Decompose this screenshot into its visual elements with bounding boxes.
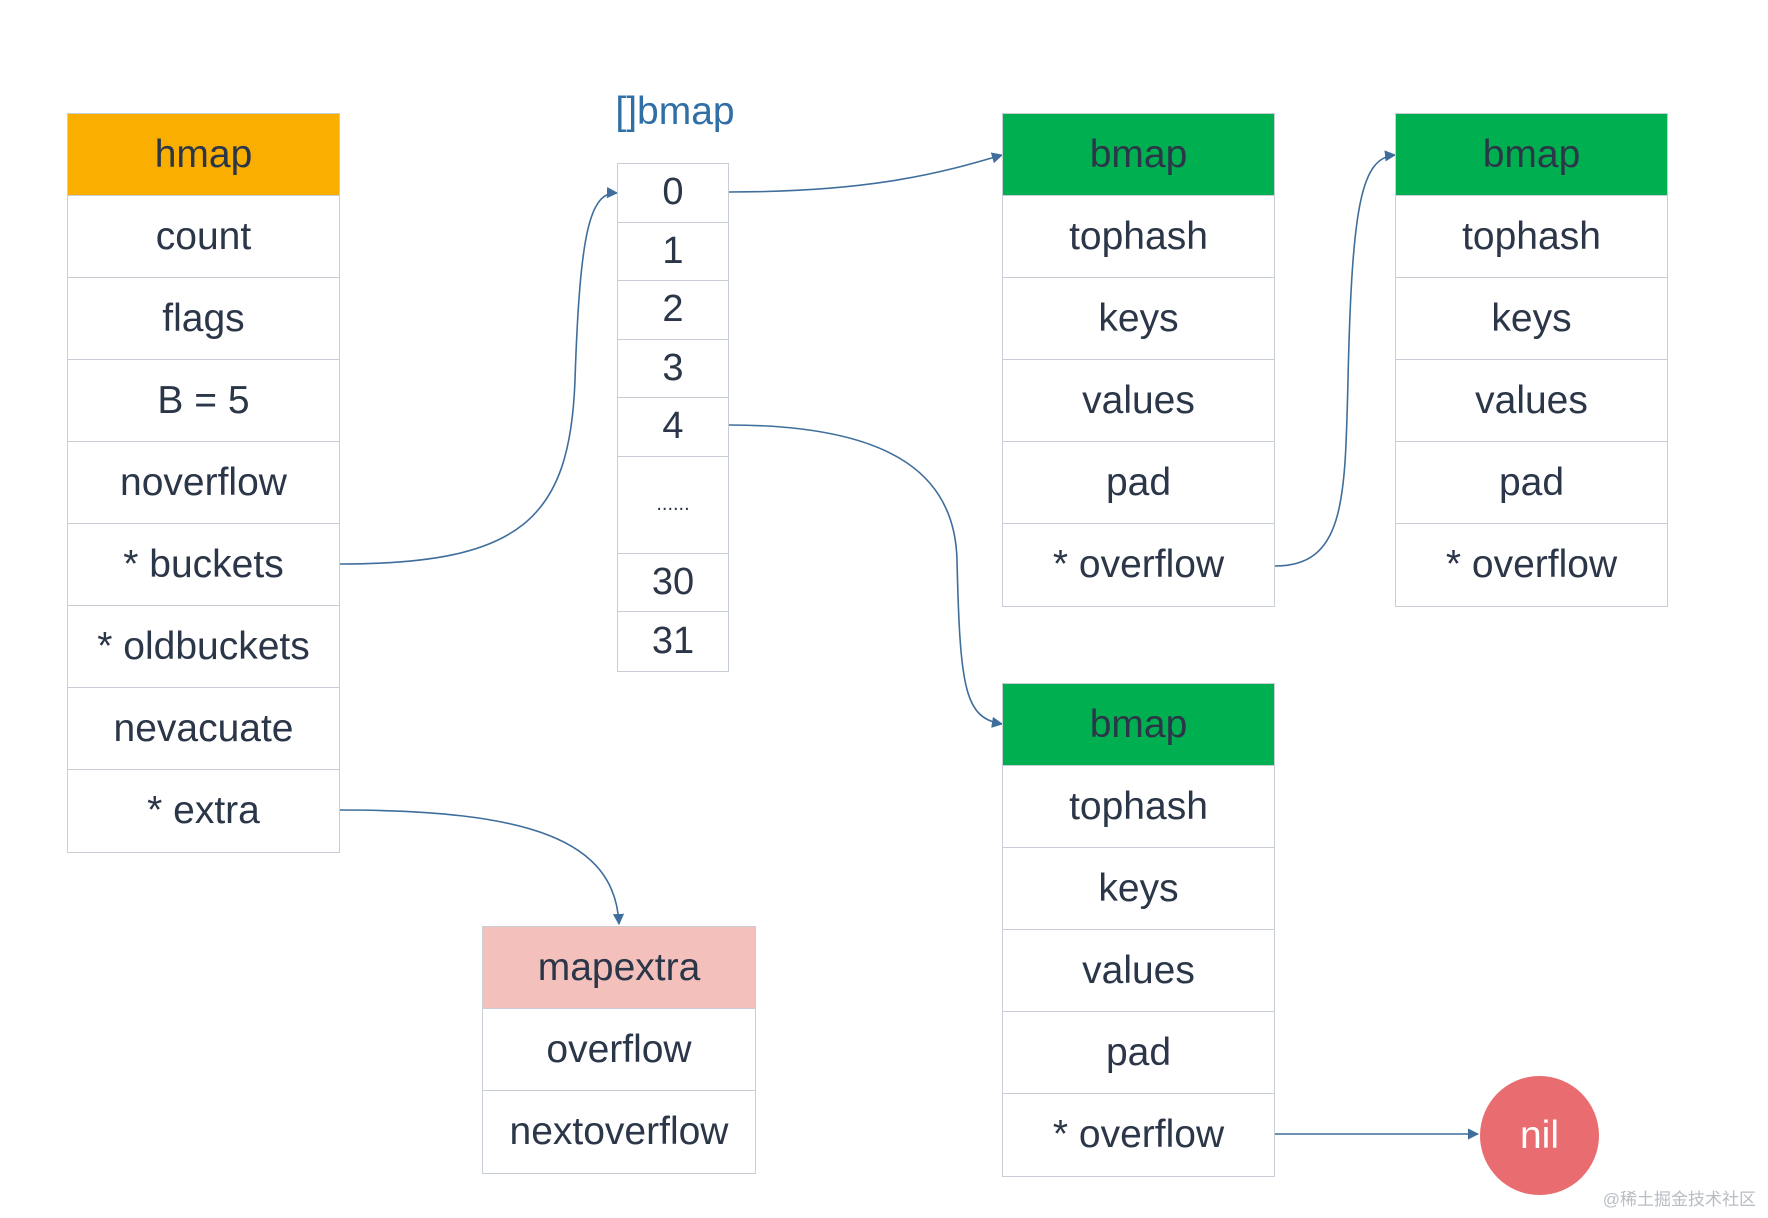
arrow-bucket0-to-bmap1	[728, 152, 1004, 193]
bmap-header: bmap	[1003, 684, 1274, 766]
bucket-array-item: 0	[618, 164, 728, 223]
mapextra-field-overflow: overflow	[483, 1009, 755, 1091]
hmap-field-noverflow: noverflow	[68, 442, 339, 524]
mapextra-struct: mapextra overflow nextoverflow	[482, 926, 756, 1174]
hmap-header: hmap	[68, 114, 339, 196]
bmap-field-keys: keys	[1396, 278, 1667, 360]
watermark: @稀土掘金技术社区	[1602, 1190, 1756, 1209]
bucket-array-item: 4	[618, 398, 728, 457]
bmap-struct-bucket0: bmap tophash keys values pad * overflow	[1002, 113, 1275, 607]
nil-node: nil	[1480, 1076, 1599, 1195]
bmap-field-values: values	[1003, 930, 1274, 1012]
bmap-field-overflow: * overflow	[1052, 543, 1225, 586]
hmap-struct: hmap count flags B = 5 noverflow * bucke…	[67, 113, 340, 853]
bmap-field-tophash: tophash	[1396, 196, 1667, 278]
bucket-array-title: []bmap	[615, 90, 735, 133]
arrow-buckets-to-array	[339, 187, 619, 565]
bmap-field-overflow: * overflow	[1052, 1113, 1225, 1156]
bmap-field-pad: pad	[1003, 442, 1274, 524]
bucket-array-ellipsis: ......	[618, 457, 728, 554]
bmap-header: bmap	[1396, 114, 1667, 196]
bmap-field-pad: pad	[1396, 442, 1667, 524]
mapextra-field-nextoverflow: nextoverflow	[509, 1110, 729, 1153]
bmap-field-tophash: tophash	[1003, 196, 1274, 278]
hmap-field-nevacuate: nevacuate	[68, 688, 339, 770]
bmap-field-keys: keys	[1003, 278, 1274, 360]
arrow-extra-to-mapextra	[339, 809, 625, 926]
mapextra-header: mapextra	[483, 927, 755, 1009]
bmap-field-keys: keys	[1003, 848, 1274, 930]
bmap-field-tophash: tophash	[1003, 766, 1274, 848]
bmap-struct-overflow: bmap tophash keys values pad * overflow	[1395, 113, 1668, 607]
bmap-header: bmap	[1003, 114, 1274, 196]
hmap-field-b: B = 5	[68, 360, 339, 442]
bucket-array-item: 1	[618, 223, 728, 281]
bmap-field-values: values	[1003, 360, 1274, 442]
bmap-field-pad: pad	[1003, 1012, 1274, 1094]
hmap-field-oldbuckets: * oldbuckets	[68, 606, 339, 688]
bmap-field-values: values	[1396, 360, 1667, 442]
bucket-array: 0 1 2 3 4 ...... 30 31	[617, 163, 729, 672]
bucket-array-item: 30	[618, 554, 728, 612]
arrow-bucket4-to-bmap3	[728, 424, 1004, 728]
bucket-array-item: 31	[651, 619, 695, 662]
bmap-struct-bucket4: bmap tophash keys values pad * overflow	[1002, 683, 1275, 1177]
hmap-field-extra: * extra	[147, 789, 260, 832]
arrow-overflow-to-bmap2	[1274, 150, 1397, 567]
bucket-array-item: 3	[618, 340, 728, 398]
bmap-field-overflow: * overflow	[1445, 543, 1618, 586]
bucket-array-item: 2	[618, 281, 728, 340]
hmap-field-flags: flags	[68, 278, 339, 360]
hmap-field-count: count	[68, 196, 339, 278]
hmap-field-buckets: * buckets	[68, 524, 339, 606]
